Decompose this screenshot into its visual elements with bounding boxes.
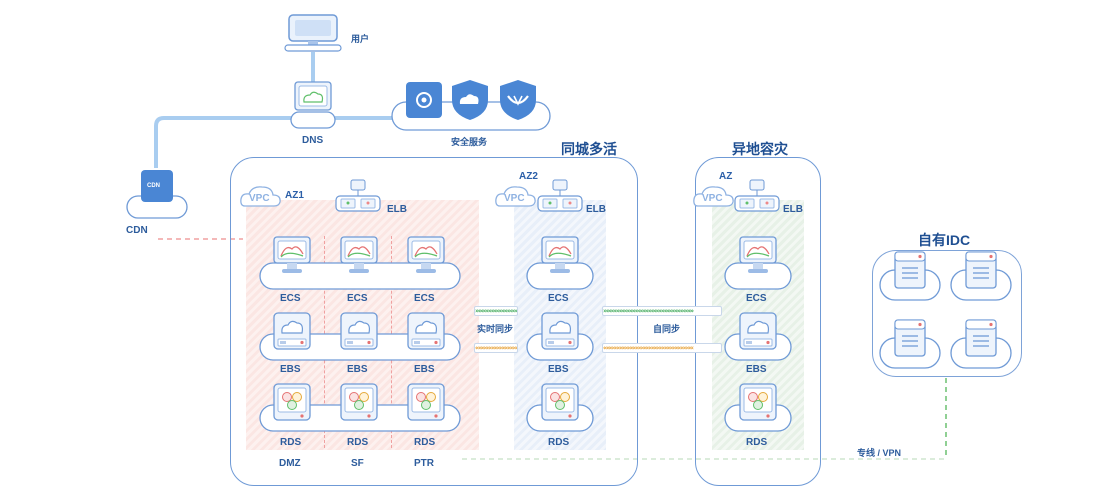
dedicated-line-label: 专线 / VPN <box>857 448 902 458</box>
realtime-sync-label: 实时同步 <box>477 324 514 334</box>
ebs-label-az3: EBS <box>746 364 767 375</box>
ebs-icon-dmz <box>273 312 311 350</box>
elb-icon-az2 <box>537 179 583 212</box>
ecs-icon-az2 <box>541 236 579 273</box>
rds-label-ptr: RDS <box>414 437 436 448</box>
vpc-label-az2: VPC <box>504 193 525 204</box>
arrow-left-glyphs: «««««««««««««««««««««««««««« <box>475 344 518 352</box>
ebs-label-az2: EBS <box>548 364 569 375</box>
elb-icon-az3 <box>734 179 780 212</box>
remote-dr-region <box>695 157 821 486</box>
ecs-icon-dmz <box>273 236 311 273</box>
ecs-label-ptr: ECS <box>414 293 435 304</box>
rds-icon-az3 <box>739 383 777 421</box>
security-services-icon <box>391 80 551 131</box>
rds-label-sf: RDS <box>347 437 369 448</box>
rds-label-az2: RDS <box>548 437 570 448</box>
elb-label-az2: ELB <box>586 204 606 215</box>
rds-label-dmz: RDS <box>280 437 302 448</box>
vpc-label-az3: VPC <box>702 193 723 204</box>
cdn-label: CDN <box>126 225 148 236</box>
rds-icon-az2 <box>541 383 579 421</box>
tier-label-sf: SF <box>351 458 364 469</box>
auto-sync-label: 自同步 <box>653 324 681 334</box>
user-label: 用户 <box>351 34 370 44</box>
az2-label: AZ2 <box>519 171 538 182</box>
ebs-label-dmz: EBS <box>280 364 301 375</box>
ecs-icon-sf <box>340 236 378 273</box>
security-services-label: 安全服务 <box>451 137 488 147</box>
idc-server-icon-2 <box>965 251 997 289</box>
arrow-right-glyphs: »»»»»»»»»»»»»»»»»»»»»»»»»»»» <box>603 307 694 315</box>
arrow-right-glyphs: »»»»»»»»»»»»»»»»»»»»»»»»»»»» <box>475 307 518 315</box>
auto-sync-arrow-left: «««««««««««««««««««««««««««« <box>602 343 722 353</box>
ecs-label-az3: ECS <box>746 293 767 304</box>
cdn-node-icon <box>126 170 188 219</box>
az3-label: AZ <box>719 171 733 182</box>
vpc-cloud-icon-az2 <box>495 186 536 207</box>
az1-label: AZ1 <box>285 190 304 201</box>
ebs-icon-ptr <box>407 312 445 350</box>
vpc-cloud-icon-az1 <box>240 186 281 207</box>
ecs-label-az2: ECS <box>548 293 569 304</box>
ecs-icon-ptr <box>407 236 445 273</box>
dns-label: DNS <box>302 135 324 146</box>
ebs-label-sf: EBS <box>347 364 368 375</box>
vpc-cloud-icon-az3 <box>693 186 734 207</box>
realtime-sync-arrow-right: »»»»»»»»»»»»»»»»»»»»»»»»»»»» <box>474 306 518 316</box>
own-idc-title: 自有IDC <box>918 232 971 248</box>
ebs-icon-az3 <box>739 312 777 350</box>
idc-region <box>872 250 1022 377</box>
rds-label-az3: RDS <box>746 437 768 448</box>
vpc-label-az1: VPC <box>249 193 270 204</box>
idc-server-icon-1 <box>894 251 926 289</box>
cdn-box-text: CDN <box>147 183 160 189</box>
tier-label-dmz: DMZ <box>279 458 301 469</box>
ebs-label-ptr: EBS <box>414 364 435 375</box>
elb-label-az1: ELB <box>387 204 407 215</box>
ecs-label-dmz: ECS <box>280 293 301 304</box>
remote-dr-title: 异地容灾 <box>732 141 788 157</box>
dns-server-icon <box>290 81 336 129</box>
realtime-sync-arrow-left: «««««««««««««««««««««««««««« <box>474 343 518 353</box>
auto-sync-arrow-right: »»»»»»»»»»»»»»»»»»»»»»»»»»»» <box>602 306 722 316</box>
elb-icon-az1 <box>335 179 381 212</box>
same-city-title: 同城多活 <box>561 141 617 157</box>
tier-label-ptr: PTR <box>414 458 434 469</box>
arrow-left-glyphs: «««««««««««««««««««««««««««« <box>603 344 694 352</box>
rds-icon-ptr <box>407 383 445 421</box>
ecs-icon-az3 <box>739 236 777 273</box>
rds-icon-sf <box>340 383 378 421</box>
ebs-icon-sf <box>340 312 378 350</box>
ecs-label-sf: ECS <box>347 293 368 304</box>
idc-server-icon-4 <box>965 319 997 357</box>
ebs-icon-az2 <box>541 312 579 350</box>
idc-server-icon-3 <box>894 319 926 357</box>
user-computer-icon <box>284 14 342 52</box>
rds-icon-dmz <box>273 383 311 421</box>
same-city-region <box>230 157 638 486</box>
elb-label-az3: ELB <box>783 204 803 215</box>
